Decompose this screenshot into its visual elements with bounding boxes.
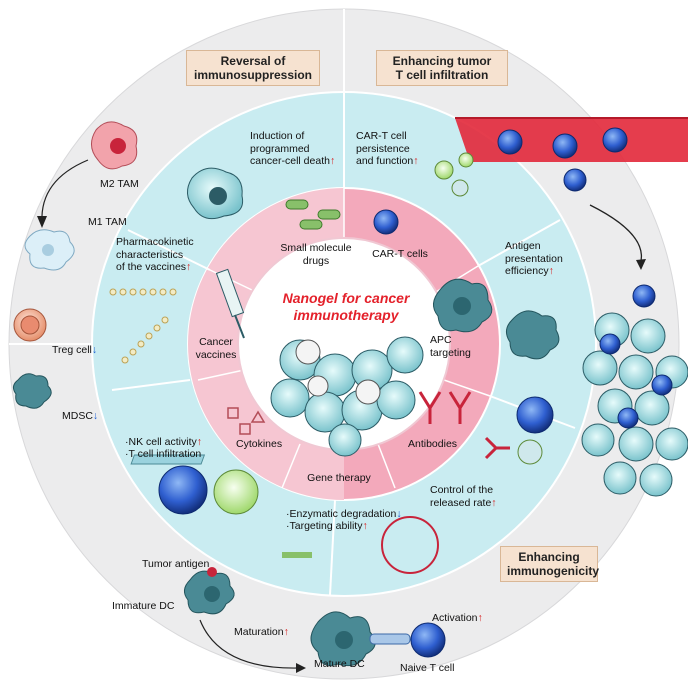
label-m2-tam: M2 TAM <box>100 178 139 190</box>
nk-cell-illustrations <box>158 465 259 515</box>
label-tumor-antigen: Tumor antigen <box>142 558 210 570</box>
middle-dividers <box>111 92 576 596</box>
label-pharmacokinetic: Pharmacokinetic characteristics of the v… <box>116 236 194 273</box>
antibody-icons <box>418 391 543 465</box>
mdsc-cell <box>12 373 52 409</box>
label-gene-therapy: Gene therapy <box>307 472 371 484</box>
vaccine-chains <box>109 288 177 364</box>
label-antibodies: Antibodies <box>408 438 458 450</box>
synapse <box>369 633 411 645</box>
label-small-molecule: Small molecule drugs <box>280 242 352 267</box>
nanogels-center <box>295 339 381 405</box>
box-infiltration: Enhancing tumor T cell infiltration <box>376 50 508 86</box>
label-cancer-vaccines: Cancer vaccines <box>195 336 237 361</box>
label-apc: APC targeting <box>430 334 471 359</box>
label-antigen-presentation: Antigen presentation efficiency↑ <box>505 240 563 277</box>
label-cart-persist: CAR-T cell persistence and function↑ <box>356 130 419 167</box>
tumor-tissue-right <box>581 284 688 497</box>
label-mature-dc: Mature DC <box>314 658 365 670</box>
tumor-cells-center <box>270 336 424 457</box>
label-m1-tam: M1 TAM <box>88 216 127 228</box>
blood-vessel <box>455 117 688 270</box>
car-t-cells-illustration <box>373 152 474 235</box>
label-treg: Treg cell↓ <box>52 344 98 356</box>
treg-cell <box>13 308 47 342</box>
label-immature-dc: Immature DC <box>112 600 175 612</box>
label-enzymatic: ·Enzymatic degradation↓ <box>286 508 402 520</box>
dying-cancer-cell <box>187 167 244 220</box>
center-title: Nanogel for cancer immunotherapy <box>282 290 410 323</box>
syringe-icon <box>215 268 245 339</box>
label-naive-t: Naive T cell <box>400 662 455 674</box>
label-t-infiltration: ·T cell infiltration <box>125 448 202 460</box>
naive-t-cell <box>410 622 446 658</box>
label-activation: Activation↑ <box>432 612 483 624</box>
label-control-release: Control of the released rate↑ <box>430 484 497 509</box>
maturation-arrow <box>199 619 301 669</box>
label-targeting: ·Targeting ability↑ <box>286 520 368 532</box>
apc-cell <box>433 278 560 360</box>
m2-to-m1-arrow <box>41 159 89 223</box>
blue-cell-right <box>516 396 554 434</box>
label-car-t-cells: CAR-T cells <box>372 248 428 260</box>
label-mdsc: MDSC↓ <box>62 410 99 422</box>
gene-plasmid <box>282 516 439 574</box>
m2-tam-cell <box>91 121 138 170</box>
immature-dc-cell <box>184 567 235 615</box>
inner-ring-left <box>188 188 344 500</box>
cytokine-shapes <box>227 407 266 435</box>
mature-dc-cell <box>310 611 376 667</box>
outer-dividers <box>9 9 345 345</box>
label-nk: ·NK cell activity↑ <box>125 436 203 448</box>
box-reversal: Reversal of immunosuppression <box>186 50 320 86</box>
box-immunogenicity: Enhancing immunogenicity <box>500 546 599 582</box>
label-induction: Induction of programmed cancer-cell deat… <box>250 130 336 167</box>
label-maturation: Maturation↑ <box>234 626 289 638</box>
label-cytokines: Cytokines <box>236 438 283 450</box>
m1-tam-cell <box>24 229 75 271</box>
gene-strip <box>130 454 206 465</box>
pill-icons <box>285 199 341 230</box>
